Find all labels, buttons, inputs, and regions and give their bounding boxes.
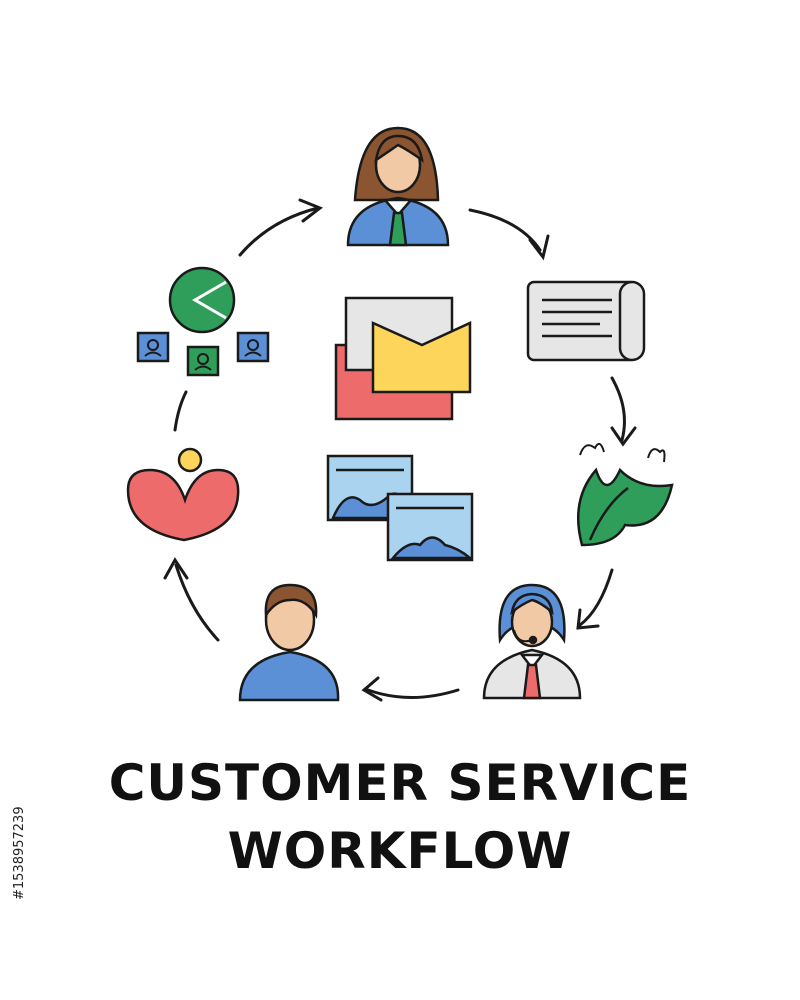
cycle-arrow-icon <box>610 376 626 442</box>
cycle-arrow-icon <box>174 563 220 642</box>
title-line-2: WORKFLOW <box>227 822 573 880</box>
support-agent-icon <box>482 583 582 700</box>
title-line-1: CUSTOMER SERVICE <box>108 754 692 812</box>
pie-chart-network-icon <box>136 266 270 377</box>
envelope-icon <box>334 296 472 421</box>
man-avatar-icon <box>238 583 340 702</box>
cycle-arrow-icon <box>238 206 320 257</box>
arrowhead-2 <box>528 234 550 261</box>
arrowhead-5 <box>361 676 383 702</box>
cycle-arrows <box>163 198 637 702</box>
cycle-arrow-icon <box>173 390 188 432</box>
heart-person-icon <box>126 447 240 542</box>
cycle-arrow-icon <box>578 568 614 627</box>
image-gallery-icon <box>326 454 474 562</box>
arrowhead-6 <box>163 557 189 580</box>
document-scroll-icon <box>526 280 646 362</box>
workflow-illustration <box>126 126 674 702</box>
leaf-plant-icon <box>576 442 674 547</box>
cycle-arrow-icon <box>468 208 542 252</box>
arrowhead-1 <box>298 198 324 223</box>
arrowhead-3 <box>610 426 637 447</box>
woman-avatar-icon <box>346 126 450 247</box>
cycle-arrow-icon <box>366 688 460 699</box>
arrowhead-4 <box>576 608 600 630</box>
stock-id-label: #1538957239 <box>12 806 27 900</box>
